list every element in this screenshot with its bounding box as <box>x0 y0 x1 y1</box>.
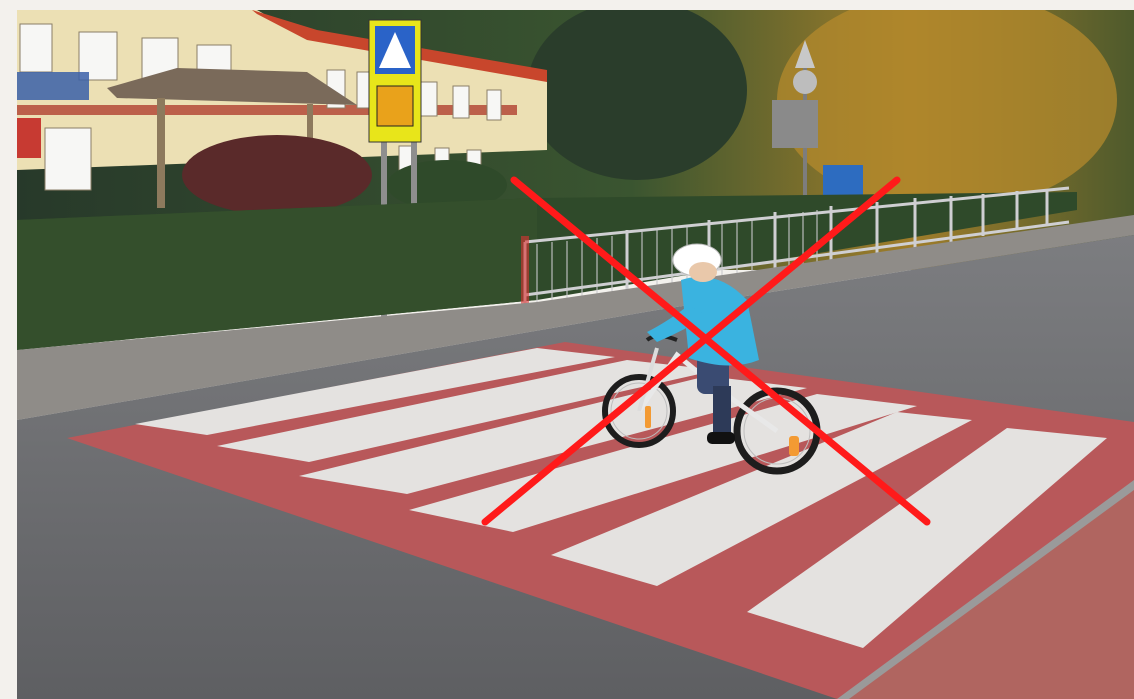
autumn-tree <box>777 10 1117 210</box>
red-cross-icon <box>481 176 931 526</box>
shrub <box>182 135 372 215</box>
sidewalk <box>17 215 1134 420</box>
school-building <box>17 10 547 208</box>
pedestrian-crossing-sign <box>368 19 422 320</box>
zebra-stripes <box>135 348 1107 648</box>
conifer-tree <box>527 10 747 180</box>
street-scene <box>17 10 1134 699</box>
street-photo <box>17 10 1134 699</box>
road-sign-post <box>772 40 818 200</box>
